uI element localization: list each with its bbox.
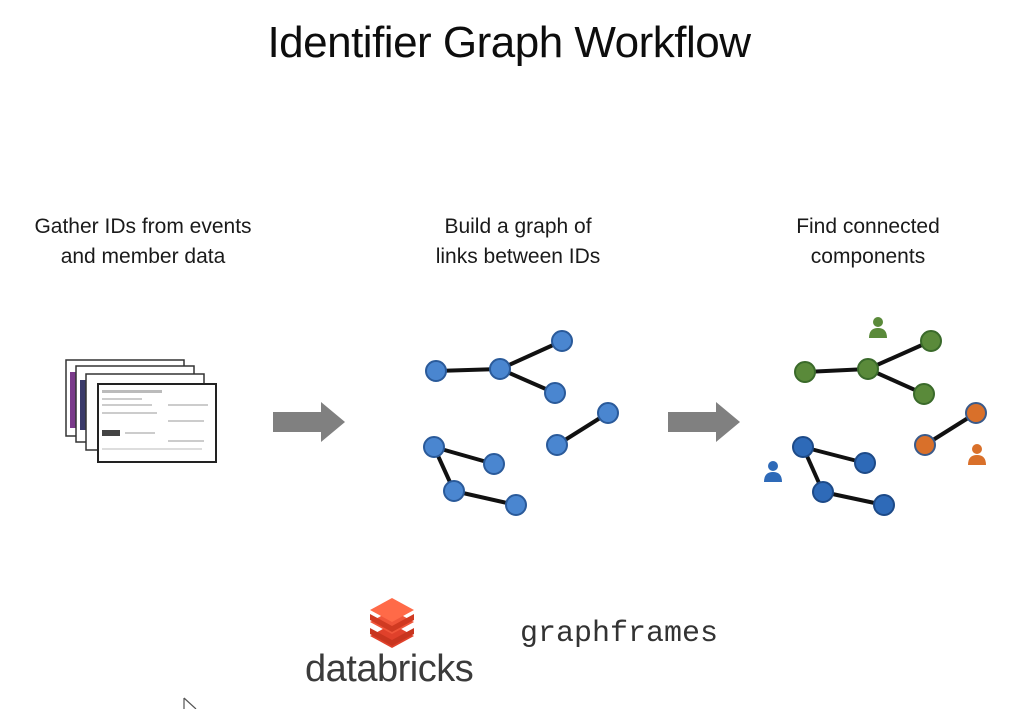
graph-node [794, 361, 816, 383]
arrow-right-icon [668, 402, 740, 442]
graph-node [423, 436, 445, 458]
graph-node [792, 436, 814, 458]
graph-node [483, 453, 505, 475]
component-blue-nodes [792, 436, 895, 516]
person-icon [869, 317, 887, 338]
person-icon [968, 444, 986, 465]
graph-node [965, 402, 987, 424]
components-graph [801, 339, 978, 507]
person-icon [764, 461, 782, 482]
graph-node [443, 480, 465, 502]
step-build-label: Build a graph of links between IDs [388, 212, 648, 272]
graph-node [425, 360, 447, 382]
step-build-line2: links between IDs [435, 245, 601, 268]
page-title: Identifier Graph Workflow [267, 18, 751, 67]
step-gather-line2: and member data [60, 245, 226, 268]
mouse-cursor-icon [183, 697, 197, 709]
graph-node [546, 434, 568, 456]
graph-node [812, 481, 834, 503]
graph-node [854, 452, 876, 474]
databricks-logo-icon [370, 598, 414, 648]
graph-node [914, 434, 936, 456]
databricks-logo-text: databricks [305, 648, 474, 690]
graph-node [505, 494, 527, 516]
step-components-line2: components [810, 245, 926, 268]
graphframes-logo-text: graphframes [520, 617, 719, 651]
component-green-nodes [794, 330, 942, 405]
step-components-label: Find connected components [738, 212, 998, 272]
graph-node [873, 494, 895, 516]
step-build-line1: Build a graph of [444, 215, 592, 238]
step-components-line1: Find connected [796, 215, 940, 238]
graph-node [489, 358, 511, 380]
step-gather-line1: Gather IDs from events [34, 215, 252, 238]
graph-node [544, 382, 566, 404]
component-orange-nodes [914, 402, 987, 456]
step-gather-label: Gather IDs from events and member data [13, 212, 273, 272]
id-graph-nodes [423, 330, 619, 516]
document-stack-icon [65, 359, 217, 463]
graph-node [857, 358, 879, 380]
graph-node [920, 330, 942, 352]
graph-node [913, 383, 935, 405]
graph-node [597, 402, 619, 424]
id-graph [432, 339, 610, 507]
graph-node [551, 330, 573, 352]
arrow-right-icon [273, 402, 345, 442]
